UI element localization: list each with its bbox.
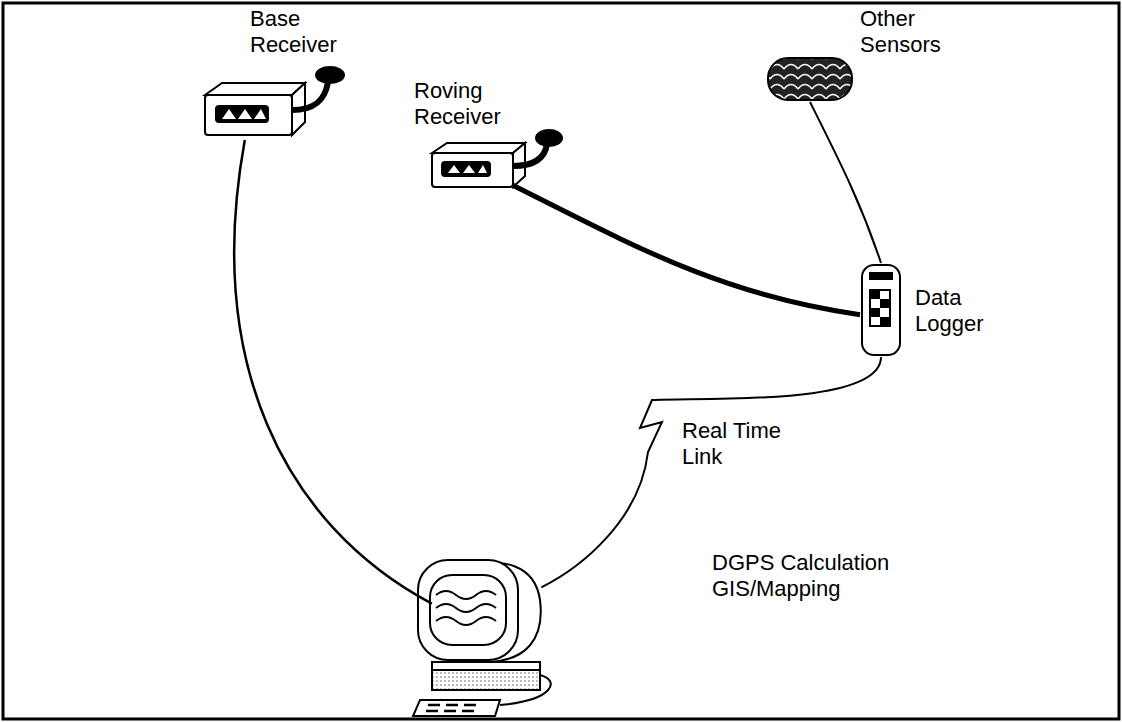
device-node: Base Receiver [200,70,340,140]
cable [810,102,881,263]
link-label: Real Time Link [680,418,794,470]
device-label: Other Sensors [860,6,975,58]
device-label: Base Receiver [250,6,365,58]
computer-icon [413,560,551,716]
base-receiver-icon [205,67,344,135]
device-label: Roving Receiver [414,78,529,130]
cable [234,140,431,604]
device-label: Data Logger [915,285,1015,337]
device-node: Other Sensors [766,56,854,102]
frame [3,3,1119,719]
cable [512,185,860,315]
device-label: DGPS Calculation GIS/Mapping [712,550,952,602]
device-node: DGPS Calculation GIS/Mapping [412,555,544,717]
device-node: Data Logger [860,263,902,357]
sensor-icon [768,58,852,100]
data-logger-icon [862,265,900,355]
device-node: Roving Receiver [428,128,564,190]
roving-receiver-icon [432,130,562,187]
